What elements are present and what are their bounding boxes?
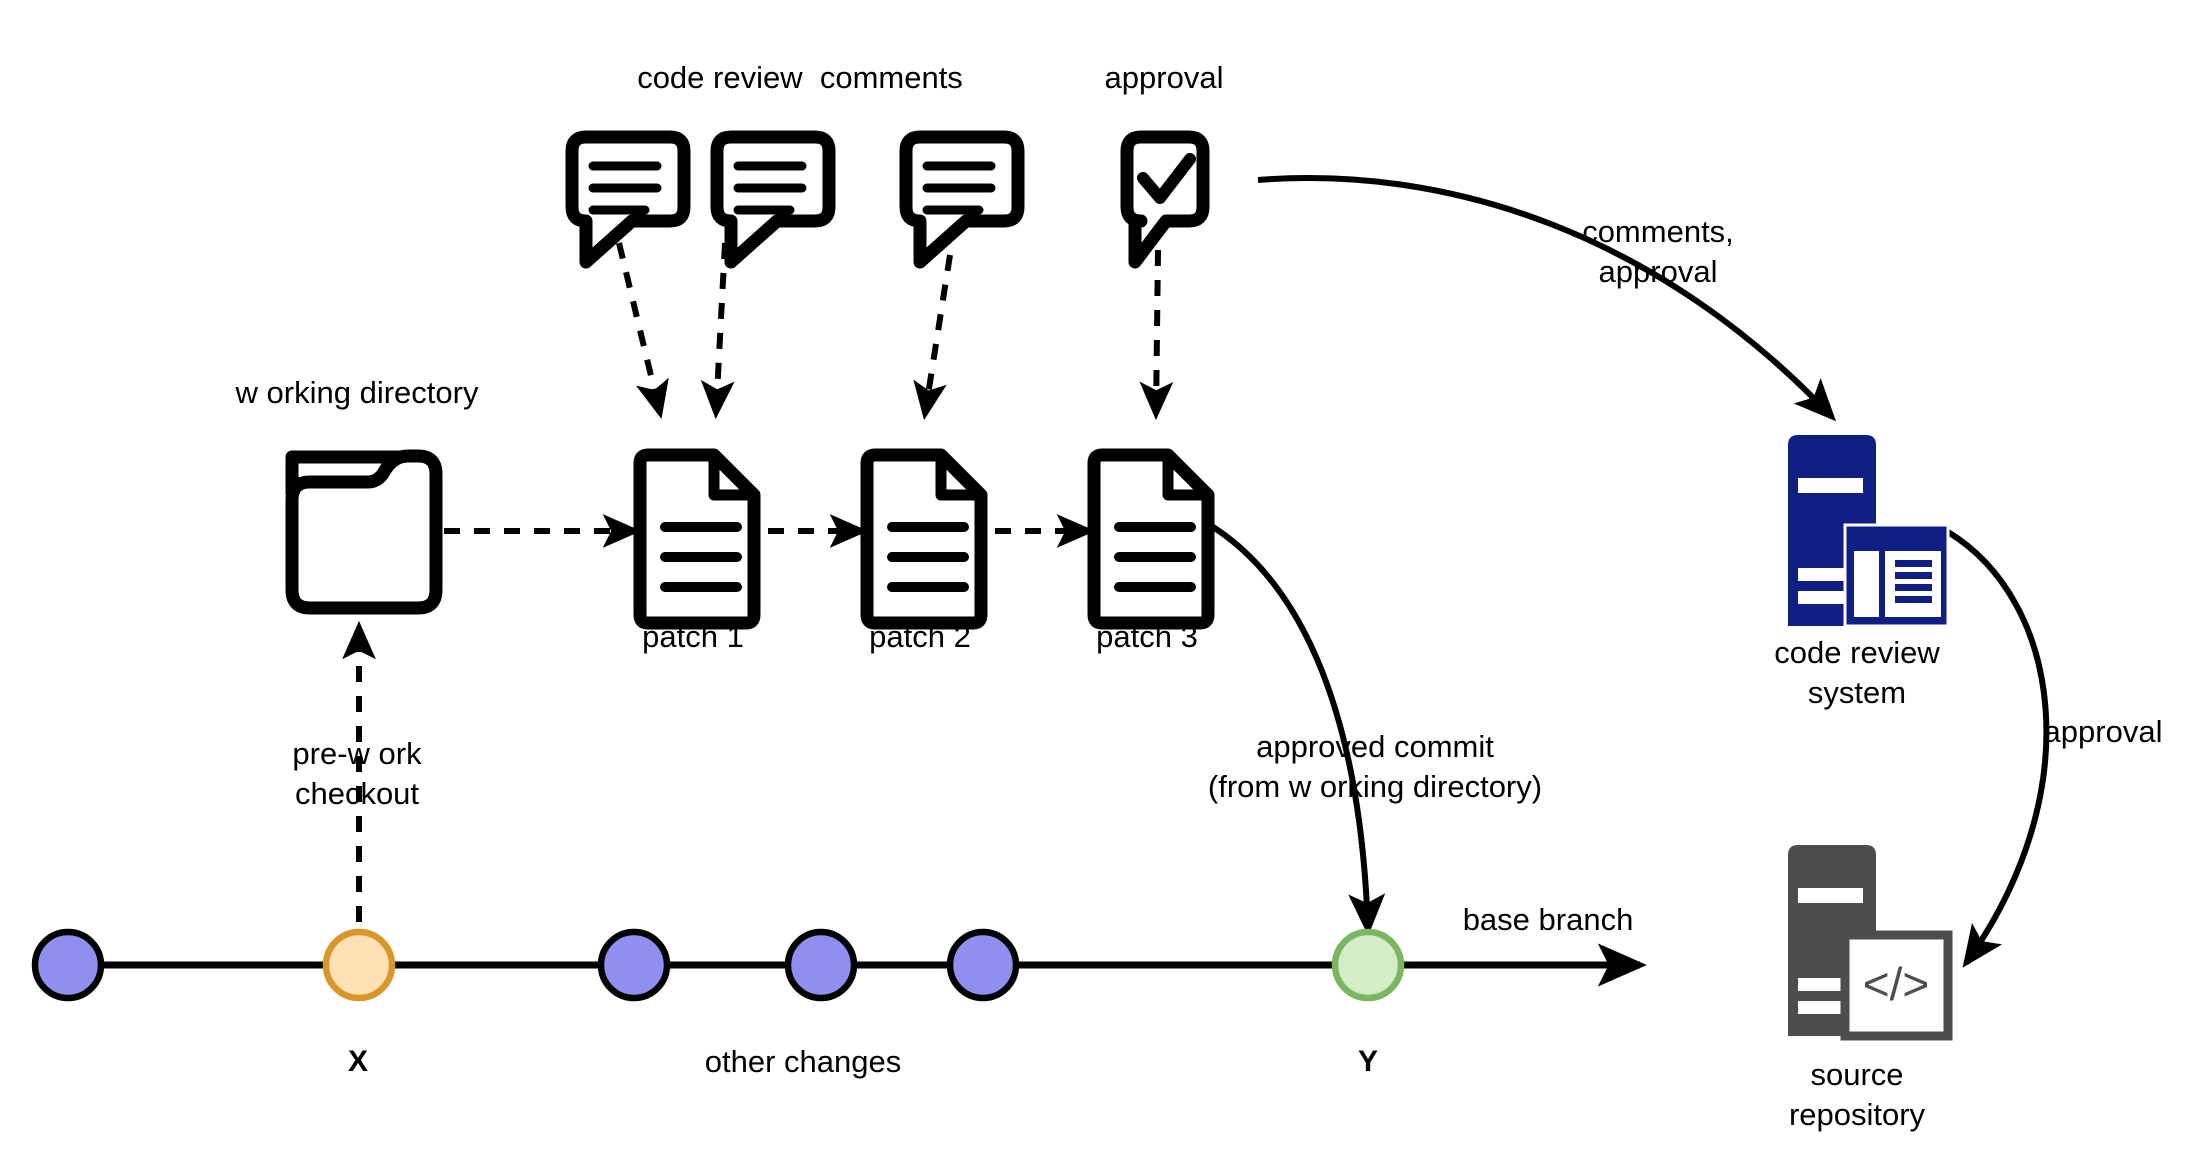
commit-x-label: X xyxy=(347,1045,369,1078)
other-changes-label: other changes xyxy=(704,1044,902,1079)
code-review-system-label-line1: code review xyxy=(1774,635,1940,670)
commit-node-3 xyxy=(597,928,671,1002)
approval-check-bubble-icon xyxy=(1120,130,1210,269)
code-review-system-label-line2: system xyxy=(1807,675,1907,710)
commit-y-label: Y xyxy=(1357,1045,1379,1078)
patch-2-label: patch 2 xyxy=(869,619,971,654)
patch-1-icon xyxy=(633,448,761,630)
code-review-comments-label: code review comments xyxy=(637,60,963,95)
source-repository-icon: </> xyxy=(1788,845,1953,1041)
commit-node-y xyxy=(1331,928,1405,1002)
commit-node-x xyxy=(322,928,396,1002)
commit-node-1 xyxy=(31,928,105,1002)
source-repository-label-line2: repository xyxy=(1788,1097,1926,1132)
code-review-system-icon xyxy=(1788,435,1950,628)
approval-right-label: approval xyxy=(2043,714,2163,749)
arrow-comment3-to-patch2 xyxy=(913,254,953,421)
patch-1-label: patch 1 xyxy=(642,619,744,654)
arrow-comment2-to-patch1 xyxy=(700,242,735,420)
arrow-approval-to-source-repo xyxy=(1946,529,2050,968)
arrow-comments-approval-to-crs xyxy=(1257,175,1837,422)
approved-commit-label-line1: approved commit xyxy=(1256,729,1494,764)
comment-bubble-3-icon xyxy=(899,130,1025,269)
pre-work-checkout-label-line1: pre-w ork xyxy=(292,736,422,771)
comments-approval-label-line2: approval xyxy=(1598,254,1718,289)
arrow-approved-commit xyxy=(1203,519,1386,936)
commit-node-5 xyxy=(946,928,1020,1002)
comment-bubble-2-icon xyxy=(710,130,836,269)
patch-2-icon xyxy=(860,448,988,630)
working-directory-icon xyxy=(285,449,443,615)
arrow-approval-to-patch3 xyxy=(1139,249,1174,421)
commit-node-4 xyxy=(784,928,858,1002)
pre-work-checkout-label-line2: checkout xyxy=(294,776,420,811)
svg-text:</>: </> xyxy=(1863,958,1930,1010)
comment-bubble-1-icon xyxy=(565,130,691,269)
source-repository-label-line1: source xyxy=(1810,1057,1904,1092)
comments-approval-label-line1: comments, xyxy=(1582,214,1734,249)
base-branch-label: base branch xyxy=(1462,902,1634,937)
working-directory-label: w orking directory xyxy=(235,375,479,410)
approved-commit-label-line2: (from w orking directory) xyxy=(1207,769,1543,804)
approval-top-label: approval xyxy=(1104,60,1224,95)
patch-3-label: patch 3 xyxy=(1096,619,1198,654)
patch-3-icon xyxy=(1087,448,1215,630)
arrow-comment1-to-patch1 xyxy=(616,242,669,419)
